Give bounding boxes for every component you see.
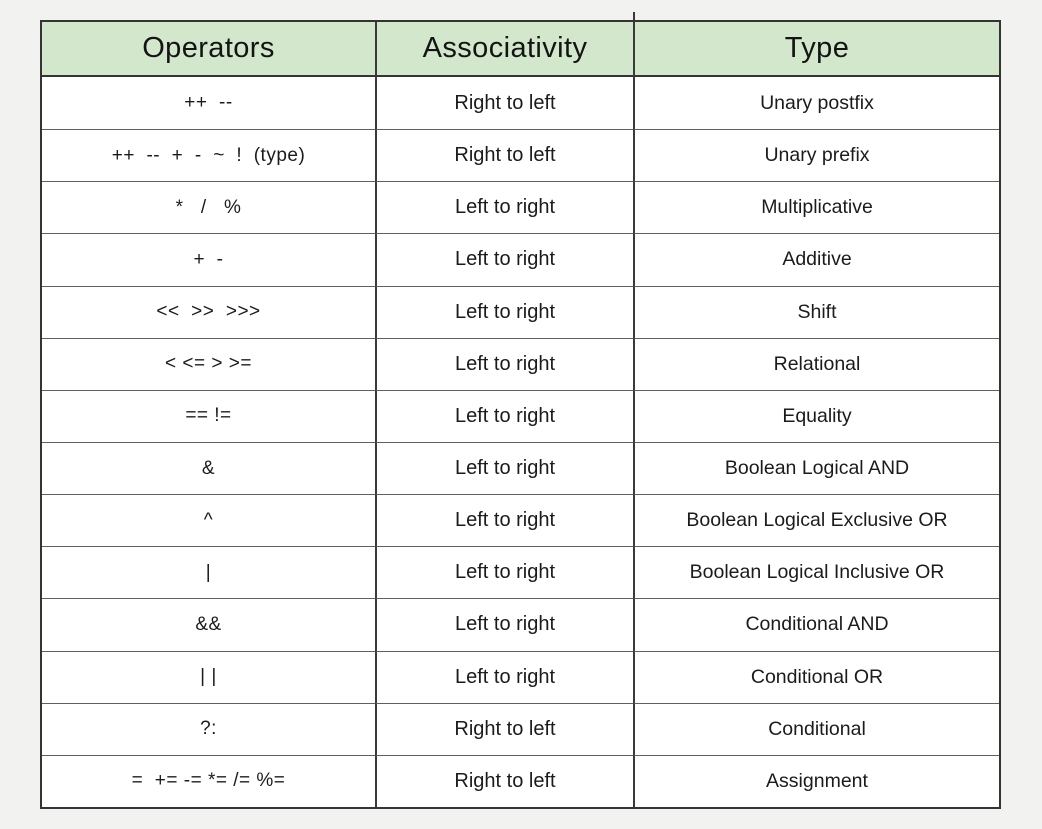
associativity-cell: Right to left [375,702,633,755]
associativity-cell: Left to right [375,285,633,338]
type-cell: Shift [633,285,999,338]
associativity-cell: Right to left [375,77,633,130]
operators-cell: ?: [42,702,375,755]
type-cell: Relational [633,337,999,390]
type-cell: Conditional AND [633,598,999,651]
type-cell: Equality [633,389,999,442]
type-cell: Multiplicative [633,181,999,234]
operators-cell: & [42,441,375,494]
header-type: Type [633,22,999,77]
type-cell: Boolean Logical Exclusive OR [633,494,999,547]
operators-cell: ^ [42,494,375,546]
operators-cell: = += -= *= /= %= [42,754,375,807]
type-cell: Boolean Logical Inclusive OR [633,546,999,599]
associativity-cell: Left to right [375,389,633,442]
associativity-cell: Left to right [375,441,633,495]
operators-cell: ++ -- [184,92,233,114]
operator-precedence-table: Operators Associativity Type ++ -- Right… [40,20,1001,809]
type-cell: Conditional OR [633,650,999,703]
operators-cell: && [42,598,375,650]
operators-cell: == != [42,389,375,442]
type-cell: Unary postfix [633,77,999,130]
associativity-cell: Right to left [375,129,633,182]
type-cell: Additive [633,233,999,286]
associativity-cell: Left to right [375,650,633,703]
type-cell: Unary prefix [633,129,999,182]
associativity-cell: Left to right [375,598,633,651]
associativity-cell: Left to right [375,181,633,234]
operators-cell: | | [42,650,375,703]
associativity-cell: Left to right [375,546,633,599]
associativity-cell: Left to right [375,494,633,547]
type-cell: Conditional [633,702,999,755]
operators-cell: << >> >>> [42,285,375,338]
header-associativity: Associativity [375,22,633,77]
header-operators: Operators [42,22,375,77]
associativity-cell: Left to right [375,337,633,390]
associativity-cell: Right to left [375,754,633,807]
operators-cell: * / % [42,181,375,233]
operators-cell: | [42,546,375,598]
type-cell: Boolean Logical AND [633,441,999,495]
column-divider-tick [633,12,635,21]
operators-cell: < <= > >= [42,337,375,390]
associativity-cell: Left to right [375,233,633,286]
type-cell: Assignment [633,754,999,807]
operators-cell: ++ -- + - ~ ! (type) [42,129,375,181]
operators-cell: + - [42,233,375,285]
